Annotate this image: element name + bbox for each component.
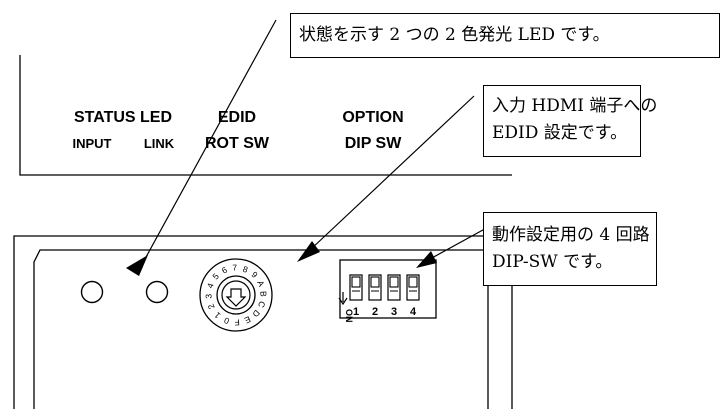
- dip-lever-1: [351, 276, 361, 288]
- option-title: OPTION: [342, 109, 403, 126]
- rotary-digit-d: D: [251, 308, 263, 319]
- dip-number-3: 3: [391, 306, 397, 318]
- led-callout: 状態を示す 2 つの 2 色発光 LED です。: [290, 13, 720, 58]
- edid-arrowhead-icon: [297, 241, 320, 262]
- dip-lever-4: [408, 276, 418, 288]
- rotary-digit-8: 8: [241, 264, 249, 275]
- dip-number-2: 2: [372, 306, 378, 318]
- rotary-digit-2: 2: [205, 302, 216, 311]
- rotary-digit-4: 4: [205, 281, 216, 289]
- input-led: [80, 280, 104, 304]
- status-link-label: LINK: [144, 136, 175, 151]
- rotary-digit-e: E: [243, 314, 253, 326]
- label-panel-outline: [19, 55, 512, 176]
- dip-number-1: 1: [353, 306, 359, 318]
- device-outer-edge: [13, 235, 512, 409]
- edid-callout: 入力 HDMI 端子への EDID 設定です。: [483, 85, 658, 157]
- led-arrowhead-icon: [126, 255, 148, 276]
- leader-lines: [126, 19, 493, 276]
- device-front: [13, 235, 513, 409]
- dip-switch-levers: [349, 274, 420, 301]
- on-direction-arrow-icon: [338, 292, 348, 306]
- dip-on-label: ON: [344, 309, 354, 323]
- status-input-label: INPUT: [73, 136, 112, 151]
- device-inner-edge: [33, 249, 488, 409]
- rotary-digit-a: A: [255, 279, 267, 289]
- edid-callout-line-1: 入力 HDMI 端子への: [492, 96, 658, 116]
- edid-title: EDID: [218, 109, 256, 126]
- dip-switch-numbers: 1 2 3 4: [353, 306, 417, 318]
- link-led: [145, 280, 169, 304]
- rotary-digit-6: 6: [220, 264, 229, 275]
- rotary-digit-5: 5: [210, 271, 221, 281]
- rotary-digit-b: B: [258, 291, 268, 297]
- option-dip-switch: ON 1 2 3 4: [338, 259, 437, 323]
- rotary-digit-7: 7: [232, 262, 237, 272]
- edid-rot-sw-title: ROT SW: [205, 135, 270, 152]
- dip-lever-3: [389, 276, 399, 288]
- dip-callout: 動作設定用の 4 回路 DIP-SW です。: [483, 212, 657, 286]
- status-led-title: STATUS LED: [74, 109, 172, 126]
- rotary-digit-1: 1: [212, 310, 222, 321]
- label-panel: [19, 55, 512, 176]
- edid-callout-line-2: EDID 設定です。: [492, 123, 628, 143]
- dip-lever-2: [370, 276, 380, 288]
- led-callout-line-1: 状態を示す 2 つの 2 色発光 LED です。: [299, 25, 610, 45]
- rotary-digit-0: 0: [222, 315, 230, 326]
- rotary-digit-c: C: [256, 300, 267, 309]
- rotary-digit-3: 3: [203, 293, 213, 298]
- edid-leader-line: [309, 95, 475, 251]
- dip-callout-line-2: DIP-SW です。: [492, 252, 613, 272]
- rotary-digit-f: F: [234, 317, 240, 327]
- arrow-down-icon: [225, 288, 247, 307]
- dip-number-4: 4: [410, 306, 417, 318]
- option-dip-sw-title: DIP SW: [345, 135, 403, 152]
- led-leader-line: [139, 19, 277, 269]
- dip-leader-line: [429, 224, 493, 260]
- dip-callout-line-1: 動作設定用の 4 回路: [492, 225, 650, 245]
- dip-arrowhead-icon: [416, 251, 437, 268]
- rotary-digit-9: 9: [249, 269, 259, 280]
